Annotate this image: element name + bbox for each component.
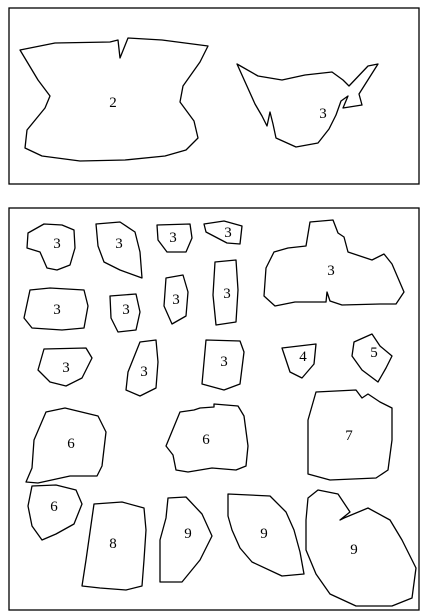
- fragment-6: 6: [28, 485, 82, 540]
- fragment-3: 3: [38, 348, 92, 386]
- piece-label: 3: [319, 106, 327, 122]
- fragment-3: 3: [157, 224, 192, 252]
- piece-label: 3: [327, 263, 335, 279]
- fragment-3: 3: [24, 288, 88, 330]
- fragment-4: 4: [282, 344, 316, 378]
- fragment-3: 3: [96, 222, 142, 278]
- piece-label: 9: [184, 526, 192, 542]
- fragment-9: 9: [228, 494, 304, 576]
- fragment-3: 3: [164, 275, 188, 324]
- piece-label: 7: [345, 428, 353, 444]
- piece-label: 9: [260, 526, 268, 542]
- piece-3-large: 3: [237, 64, 378, 147]
- piece-label: 8: [109, 536, 117, 552]
- piece-label: 3: [169, 230, 177, 246]
- piece-label: 3: [220, 354, 228, 370]
- piece-label: 6: [67, 436, 75, 452]
- fragment-5: 5: [352, 334, 392, 382]
- fragment-3: 3: [110, 294, 140, 332]
- piece-label: 3: [122, 302, 130, 318]
- fragment-9: 9: [160, 497, 212, 582]
- piece-label: 6: [202, 432, 210, 448]
- piece-label: 3: [140, 364, 148, 380]
- piece-label: 2: [109, 95, 117, 111]
- piece-label: 3: [115, 236, 123, 252]
- fragment-6: 6: [166, 404, 248, 472]
- fragment-6: 6: [26, 408, 106, 483]
- piece-label: 6: [50, 499, 58, 515]
- fragment-3-large: 3: [264, 220, 404, 306]
- piece-label: 3: [53, 302, 61, 318]
- piece-label: 3: [172, 292, 180, 308]
- fragment-3: 3: [213, 260, 238, 325]
- fragment-7: 7: [308, 390, 392, 480]
- fragment-9-large: 9: [306, 490, 416, 606]
- fragment-3: 3: [202, 340, 244, 390]
- piece-label: 3: [223, 286, 231, 302]
- piece-label: 3: [224, 225, 232, 241]
- fragment-3: 3: [126, 340, 158, 396]
- piece-label: 5: [370, 345, 378, 361]
- fragment-8: 8: [82, 502, 146, 590]
- piece-label: 3: [62, 360, 70, 376]
- piece-label: 9: [350, 542, 358, 558]
- piece-label: 4: [299, 349, 307, 365]
- fragment-3: 3: [204, 221, 242, 244]
- fragment-3: 3: [27, 224, 75, 270]
- piece-2: 2: [20, 38, 208, 161]
- piece-label: 3: [53, 236, 61, 252]
